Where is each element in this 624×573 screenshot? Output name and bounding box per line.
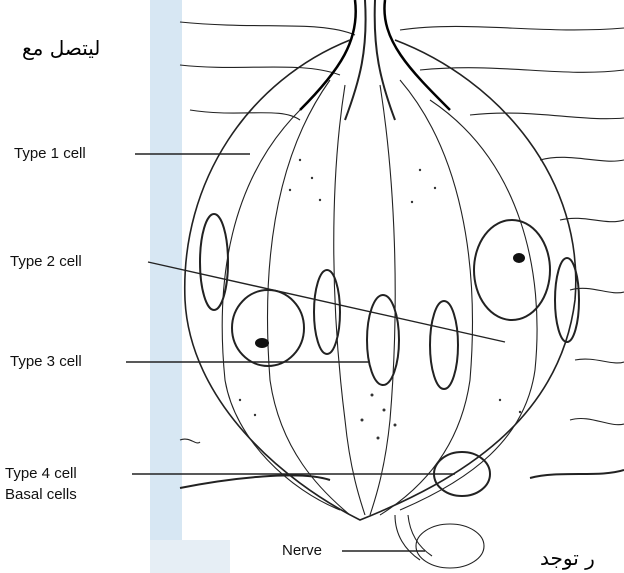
label-type3-cell: Type 3 cell <box>10 353 82 371</box>
leader-type2 <box>148 262 505 342</box>
nucleus <box>430 301 458 389</box>
epithelium-line <box>575 359 624 363</box>
granule <box>377 437 380 440</box>
granule <box>519 411 521 413</box>
arabic-text-bottom-right: ر توجد <box>540 546 595 570</box>
basement-membrane <box>180 475 330 488</box>
granule <box>361 419 364 422</box>
granule <box>289 189 291 191</box>
nerve-bundle <box>416 524 484 568</box>
cell-outline <box>400 100 537 510</box>
label-type1-cell: Type 1 cell <box>14 145 86 163</box>
nucleolus <box>513 253 525 263</box>
cell-outline <box>222 110 340 510</box>
granule <box>254 414 256 416</box>
cell-outline <box>334 85 365 515</box>
cell-outline <box>380 80 472 515</box>
nerve-fiber <box>395 515 420 560</box>
basement-membrane <box>530 470 624 478</box>
taste-pore <box>300 0 356 110</box>
granule <box>371 394 374 397</box>
granule <box>299 159 301 161</box>
granule <box>434 187 436 189</box>
epithelium-line <box>180 439 200 443</box>
taste-bud-outline <box>185 40 576 520</box>
granule <box>319 199 321 201</box>
granule <box>411 201 413 203</box>
nucleus <box>314 270 340 354</box>
arabic-text-top-left: ليتصل مع <box>22 36 100 60</box>
granule <box>499 399 501 401</box>
nucleolus <box>255 338 269 348</box>
epithelium-line <box>180 65 340 75</box>
epithelium-line <box>540 157 624 161</box>
nucleus <box>474 220 550 320</box>
granule <box>394 424 397 427</box>
epithelium-line <box>560 218 624 221</box>
granule <box>239 399 241 401</box>
epithelium-line <box>190 110 300 120</box>
epithelium-line <box>180 22 355 35</box>
nucleus <box>200 214 228 310</box>
taste-pore <box>384 0 450 110</box>
epithelium-line <box>400 26 624 30</box>
label-type2-cell: Type 2 cell <box>10 253 82 271</box>
epithelium-line <box>570 418 624 424</box>
granule <box>311 177 313 179</box>
label-nerve: Nerve <box>282 542 322 560</box>
epithelium-line <box>470 113 624 119</box>
granule <box>419 169 421 171</box>
granule <box>383 409 386 412</box>
label-type4-cell: Type 4 cell <box>5 465 77 483</box>
label-basal-cells: Basal cells <box>5 486 77 504</box>
